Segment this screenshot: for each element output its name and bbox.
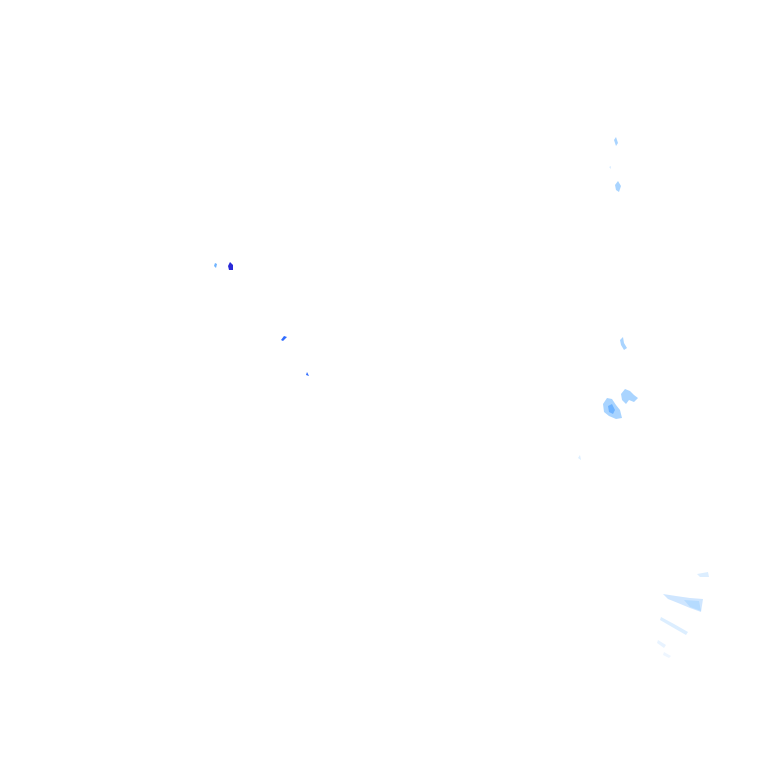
echo-cell-light bbox=[614, 137, 618, 146]
echo-cell-light bbox=[684, 600, 701, 611]
echo-cell-medium bbox=[281, 336, 287, 341]
echo-streak bbox=[657, 640, 666, 648]
echo-cell-light bbox=[621, 389, 638, 404]
echo-cell-medium bbox=[306, 372, 309, 376]
echo-cell-core bbox=[608, 404, 615, 414]
echo-cell-very-light bbox=[578, 455, 581, 460]
echo-cluster-west bbox=[214, 262, 309, 376]
echo-cluster-southeast bbox=[657, 572, 709, 658]
echo-cluster-east bbox=[578, 337, 638, 460]
echo-cell-heavy bbox=[228, 262, 233, 270]
echo-cluster-northeast bbox=[609, 137, 621, 192]
echo-cell-light bbox=[620, 337, 627, 350]
echo-cell-very-light bbox=[697, 572, 709, 577]
echo-cell-very-light bbox=[609, 166, 611, 169]
echo-cell-light bbox=[615, 181, 621, 192]
echo-streak bbox=[660, 617, 688, 635]
echo-cell-light bbox=[214, 263, 217, 268]
echo-streak bbox=[663, 652, 671, 658]
